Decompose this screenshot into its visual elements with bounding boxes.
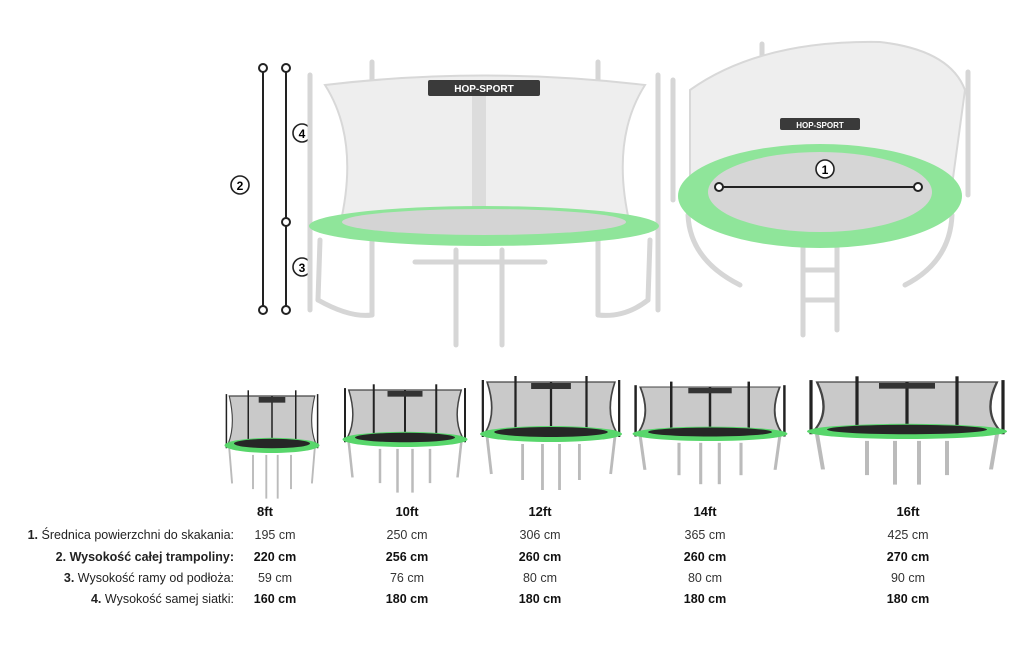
thumbnail-8ft [223, 389, 321, 500]
size-header-10ft: 10ft [395, 504, 419, 519]
thumbnail-12ft [478, 374, 624, 492]
size-header-16ft: 16ft [896, 504, 920, 519]
row-label-total-height: 2. Wysokość całej trampoliny: [55, 550, 234, 564]
thumbnail-16ft [805, 374, 1009, 487]
svg-text:HOP-SPORT: HOP-SPORT [454, 84, 513, 95]
marker-1: 1 [815, 159, 835, 179]
cell-net-height-10ft: 180 cm [385, 592, 429, 606]
cell-frame-height-16ft: 90 cm [890, 571, 926, 585]
cell-diameter-10ft: 250 cm [386, 528, 428, 542]
svg-text:HOP-SPORT: HOP-SPORT [796, 121, 844, 130]
trampoline-top-view: HOP-SPORT [670, 40, 971, 338]
cell-diameter-14ft: 365 cm [684, 528, 726, 542]
size-header-12ft: 12ft [528, 504, 552, 519]
svg-text:4: 4 [299, 127, 306, 141]
cell-diameter-8ft: 195 cm [254, 528, 296, 542]
svg-text:1: 1 [822, 163, 829, 177]
row-label-net-height: 4. Wysokość samej siatki: [90, 592, 234, 606]
cell-net-height-12ft: 180 cm [518, 592, 562, 606]
trampoline-side-view: HOP-SPORT [307, 59, 661, 348]
cell-frame-height-8ft: 59 cm [257, 571, 293, 585]
cell-net-height-16ft: 180 cm [886, 592, 930, 606]
cell-total-height-10ft: 256 cm [385, 550, 429, 564]
size-header-14ft: 14ft [693, 504, 717, 519]
cell-total-height-16ft: 270 cm [886, 550, 930, 564]
row-label-diameter: 1. Średnica powierzchni do skakania: [27, 528, 234, 542]
marker-3: 3 [292, 257, 312, 277]
thumbnail-10ft [341, 383, 469, 494]
cell-frame-height-12ft: 80 cm [522, 571, 558, 585]
marker-2: 2 [230, 175, 250, 195]
cell-total-height-14ft: 260 cm [683, 550, 727, 564]
cell-total-height-8ft: 220 cm [253, 550, 297, 564]
cell-frame-height-14ft: 80 cm [687, 571, 723, 585]
cell-total-height-12ft: 260 cm [518, 550, 562, 564]
dimension-diagrams: 2 4 3 HOP-SPORT [230, 40, 971, 348]
svg-text:2: 2 [237, 179, 244, 193]
cell-net-height-14ft: 180 cm [683, 592, 727, 606]
row-label-frame-height: 3. Wysokość ramy od podłoża: [63, 571, 234, 585]
svg-text:3: 3 [299, 261, 306, 275]
cell-diameter-16ft: 425 cm [887, 528, 929, 542]
cell-diameter-12ft: 306 cm [519, 528, 561, 542]
cell-frame-height-10ft: 76 cm [389, 571, 425, 585]
thumbnail-14ft [630, 380, 790, 486]
dimension-lines [258, 63, 291, 315]
size-thumbnails [223, 374, 1009, 500]
cell-net-height-8ft: 160 cm [253, 592, 297, 606]
size-header-8ft: 8ft [257, 504, 273, 519]
